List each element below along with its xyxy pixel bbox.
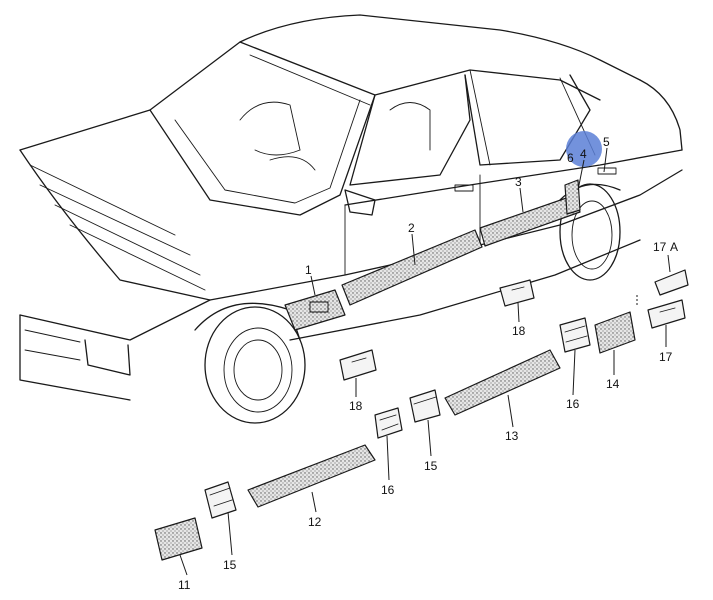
trim-part-2 bbox=[341, 229, 483, 306]
part-18-lower bbox=[339, 349, 377, 381]
callout-17a-number: 17 bbox=[653, 240, 667, 254]
rear-wheel bbox=[559, 183, 621, 281]
callout-2: 2 bbox=[408, 221, 415, 235]
trim-part-6 bbox=[564, 179, 581, 215]
callout-11: 11 bbox=[178, 578, 191, 592]
highlight-marker bbox=[566, 131, 602, 167]
car-outline bbox=[19, 14, 683, 424]
part-17 bbox=[647, 299, 686, 329]
part-11 bbox=[154, 517, 203, 561]
exploded-parts bbox=[154, 269, 689, 561]
part-12 bbox=[247, 444, 376, 508]
callout-14: 14 bbox=[606, 377, 620, 391]
callout-15-left: 15 bbox=[223, 558, 237, 572]
leader-lines bbox=[179, 147, 671, 576]
callout-1: 1 bbox=[305, 263, 312, 277]
callout-17a-letter: A bbox=[670, 240, 678, 254]
part-16-left bbox=[374, 407, 403, 439]
callout-6: 6 bbox=[567, 151, 574, 165]
callout-12: 12 bbox=[308, 515, 322, 529]
callout-16-left: 16 bbox=[381, 483, 395, 497]
part-13 bbox=[444, 349, 561, 416]
part-15-middle bbox=[409, 389, 441, 423]
callout-18-lower: 18 bbox=[349, 399, 363, 413]
callout-18-upper: 18 bbox=[512, 324, 526, 338]
callout-5: 5 bbox=[603, 135, 610, 149]
callout-13: 13 bbox=[505, 429, 519, 443]
part-14 bbox=[594, 311, 636, 354]
part-18-upper bbox=[499, 279, 535, 307]
trim-part-1 bbox=[284, 289, 346, 331]
callout-3: 3 bbox=[515, 175, 522, 189]
mounted-trim-parts bbox=[284, 179, 581, 331]
callout-4: 4 bbox=[580, 147, 587, 161]
part-15-left bbox=[204, 481, 237, 519]
trim-part-3 bbox=[479, 194, 581, 247]
part-16-right bbox=[559, 317, 591, 353]
callout-labels: 1 2 3 4 5 6 11 12 13 14 15 15 16 16 17 1… bbox=[178, 135, 678, 592]
callout-15-middle: 15 bbox=[424, 459, 438, 473]
front-wheel bbox=[194, 302, 306, 424]
callout-16-right: 16 bbox=[566, 397, 580, 411]
part-17A bbox=[654, 269, 689, 296]
callout-17: 17 bbox=[659, 350, 673, 364]
